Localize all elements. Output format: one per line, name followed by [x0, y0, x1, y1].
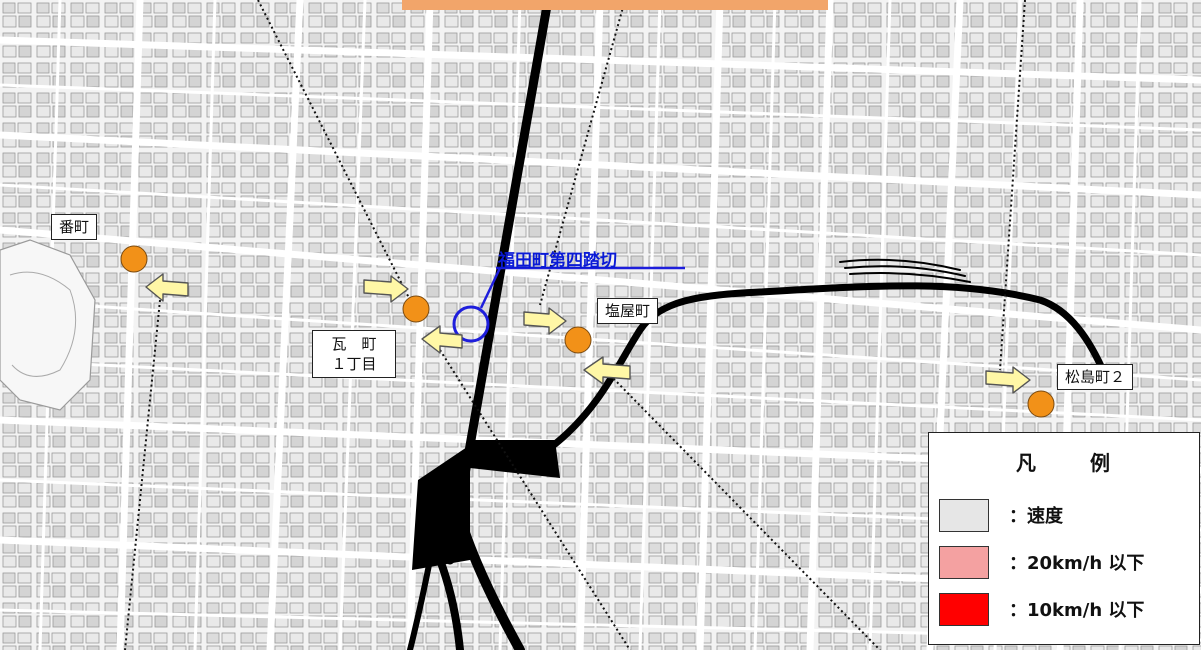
survey-point-shioyamachi — [564, 326, 592, 354]
legend-swatch-speed — [939, 499, 989, 532]
label-kawaramachi: 瓦 町 １丁目 — [312, 330, 396, 378]
legend-text-speed: ：速度 — [1009, 506, 1063, 527]
legend-item-speed: ：速度 — [939, 499, 1189, 535]
label-kawaramachi-line2: １丁目 — [331, 355, 377, 373]
arrow-right-matsushima — [985, 366, 1031, 394]
label-kawaramachi-line1: 瓦 町 — [331, 335, 377, 353]
arrow-left-bancho — [145, 273, 189, 302]
legend-title-left: 凡 — [1016, 451, 1038, 475]
label-matsushimacho: 松島町２ — [1057, 364, 1134, 390]
park-outline — [0, 239, 96, 411]
legend-text-10kmh: ：10km/h 以下 — [1009, 600, 1145, 621]
top-banner-bar — [402, 0, 828, 10]
survey-point-bancho — [120, 245, 148, 273]
arrow-left-shioyamachi — [583, 356, 631, 385]
direction-arrows — [145, 273, 1031, 394]
leader-lines — [124, 0, 1026, 650]
legend-text-20kmh: ：20km/h 以下 — [1009, 553, 1145, 574]
label-shioyamachi: 塩屋町 — [597, 298, 659, 324]
crossing-marker — [452, 305, 490, 343]
legend-swatch-20kmh — [939, 546, 989, 579]
legend-item-20kmh: ：20km/h 以下 — [939, 546, 1189, 582]
legend-title: 凡例 — [929, 447, 1199, 476]
survey-point-matsushima — [1027, 390, 1055, 418]
survey-points — [120, 245, 1055, 418]
legend-item-10kmh: ：10km/h 以下 — [939, 593, 1189, 629]
station — [412, 440, 560, 570]
crossing-label: 福田町第四踏切 — [498, 251, 617, 271]
legend: 凡例 ：速度 ：20km/h 以下 ：10km/h 以下 — [928, 432, 1200, 645]
survey-point-kawaramachi — [402, 295, 430, 323]
label-bancho: 番町 — [51, 214, 98, 240]
arrow-right-kawaramachi — [363, 275, 409, 303]
arrow-left-kawaramachi — [421, 325, 463, 354]
legend-swatch-10kmh — [939, 593, 989, 626]
arrow-right-shioyamachi — [523, 307, 567, 335]
legend-title-right: 例 — [1090, 451, 1112, 475]
